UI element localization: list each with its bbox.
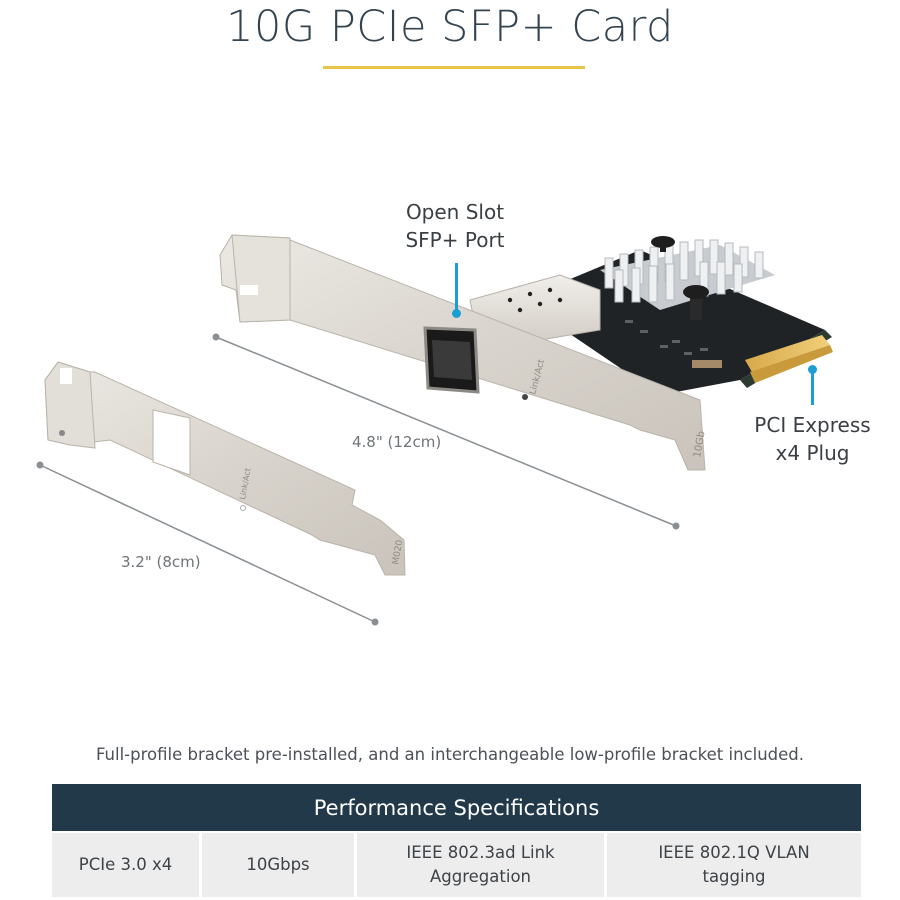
dimension-label-full: 4.8" (12cm) bbox=[352, 433, 442, 451]
full-profile-bracket: Link/Act 10Gb bbox=[219, 234, 708, 471]
bracket-caption: Full-profile bracket pre-installed, and … bbox=[95, 745, 805, 764]
dimension-label-low: 3.2" (8cm) bbox=[121, 553, 201, 571]
full-bracket-model-label: 10Gb bbox=[692, 430, 707, 458]
callout-pci-line2: x4 Plug bbox=[775, 441, 850, 465]
spec-table: Performance Specifications PCIe 3.0 x4 1… bbox=[52, 784, 861, 897]
sfp-leader-dot bbox=[452, 309, 461, 318]
title-underline bbox=[323, 66, 585, 69]
pcb-board bbox=[520, 250, 833, 395]
pci-leader-line bbox=[811, 369, 814, 405]
callout-sfp-line1: Open Slot bbox=[405, 200, 505, 224]
dimension-line-low bbox=[36, 461, 379, 626]
spec-table-header: Performance Specifications bbox=[52, 784, 861, 831]
dimension-line-full bbox=[212, 333, 680, 530]
callout-sfp-port: Open Slot SFP+ Port bbox=[395, 198, 515, 254]
product-image: Link/Act 10Gb Link/Act M020 bbox=[36, 234, 833, 626]
spec-cell-speed: 10Gbps bbox=[202, 833, 354, 897]
spec-cell-text: 10Gbps bbox=[246, 855, 310, 874]
callout-pci-plug: PCI Express x4 Plug bbox=[750, 411, 875, 467]
spec-cell-text: PCIe 3.0 x4 bbox=[78, 855, 173, 874]
spec-cell-text-line2: tagging bbox=[702, 867, 766, 886]
callout-pci-line1: PCI Express bbox=[754, 413, 871, 437]
low-profile-bracket: Link/Act M020 bbox=[44, 361, 406, 576]
sfp-leader-line bbox=[455, 263, 458, 313]
spec-cell-text-line1: IEEE 802.1Q VLAN bbox=[658, 843, 810, 862]
page-title: 10G PCIe SFP+ Card bbox=[226, 2, 674, 52]
spec-cell-text-line1: IEEE 802.3ad Link bbox=[406, 843, 555, 862]
heatsink bbox=[600, 236, 775, 320]
spec-cell-text-line2: Aggregation bbox=[430, 867, 531, 886]
spec-table-row: PCIe 3.0 x4 10Gbps IEEE 802.3ad Link Agg… bbox=[52, 833, 861, 897]
callout-sfp-line2: SFP+ Port bbox=[405, 228, 505, 252]
low-bracket-model-label: M020 bbox=[391, 539, 405, 566]
spec-cell-interface: PCIe 3.0 x4 bbox=[52, 833, 199, 897]
spec-cell-vlan: IEEE 802.1Q VLAN tagging bbox=[607, 833, 861, 897]
spec-cell-link-aggregation: IEEE 802.3ad Link Aggregation bbox=[357, 833, 604, 897]
